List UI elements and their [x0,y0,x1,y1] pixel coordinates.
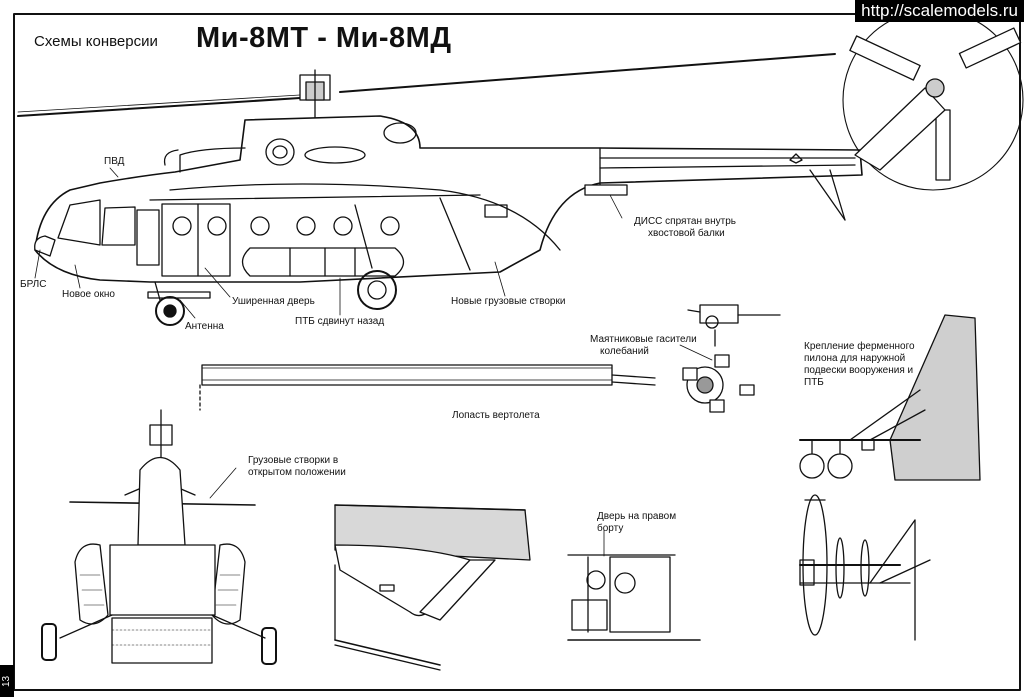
label-open-doors-2: открытом положении [248,467,346,478]
pylon-top-view [799,494,931,641]
pylon-mount-detail [799,314,981,481]
label-diss-1: ДИСС спрятан внутрь [634,216,736,227]
label-antenna: Антенна [185,321,224,332]
diagram-subtitle: Схемы конверсии [34,33,158,50]
diagram-title: Ми-8МТ - Ми-8МД [196,22,452,54]
label-dampers-1: Маятниковые гасители [590,334,697,345]
label-wide-door: Уширенная дверь [232,296,315,307]
label-mount-3: подвески вооружения и [804,365,914,376]
cargo-door-detail [334,504,531,671]
label-new-window: Новое окно [62,289,115,300]
helicopter-front-view [41,409,277,665]
label-mount-1: Крепление ферменного [804,341,915,352]
helicopter-side-view [17,9,1024,326]
label-right-door-1: Дверь на правом [597,511,677,522]
source-watermark: http://scalemodels.ru [855,0,1024,22]
label-cargo-doors: Новые грузовые створки [451,296,566,307]
label-blade: Лопасть вертолета [452,410,540,421]
rotor-blade-drawing [199,304,781,413]
label-mount-2: пилона для наружной [804,353,906,364]
label-brls: БРЛС [20,279,47,290]
label-pvd: ПВД [104,156,125,167]
label-dampers-2: колебаний [600,346,649,357]
right-door-detail [567,529,701,641]
label-right-door-2: борту [597,523,624,534]
label-mount-4: ПТБ [804,377,824,388]
label-open-doors-1: Грузовые створки в [248,455,339,466]
page-frame [13,13,1021,691]
page-number: 13 [0,665,14,697]
label-diss-2: хвостовой балки [648,228,725,239]
label-ptb-moved: ПТБ сдвинут назад [295,316,385,327]
